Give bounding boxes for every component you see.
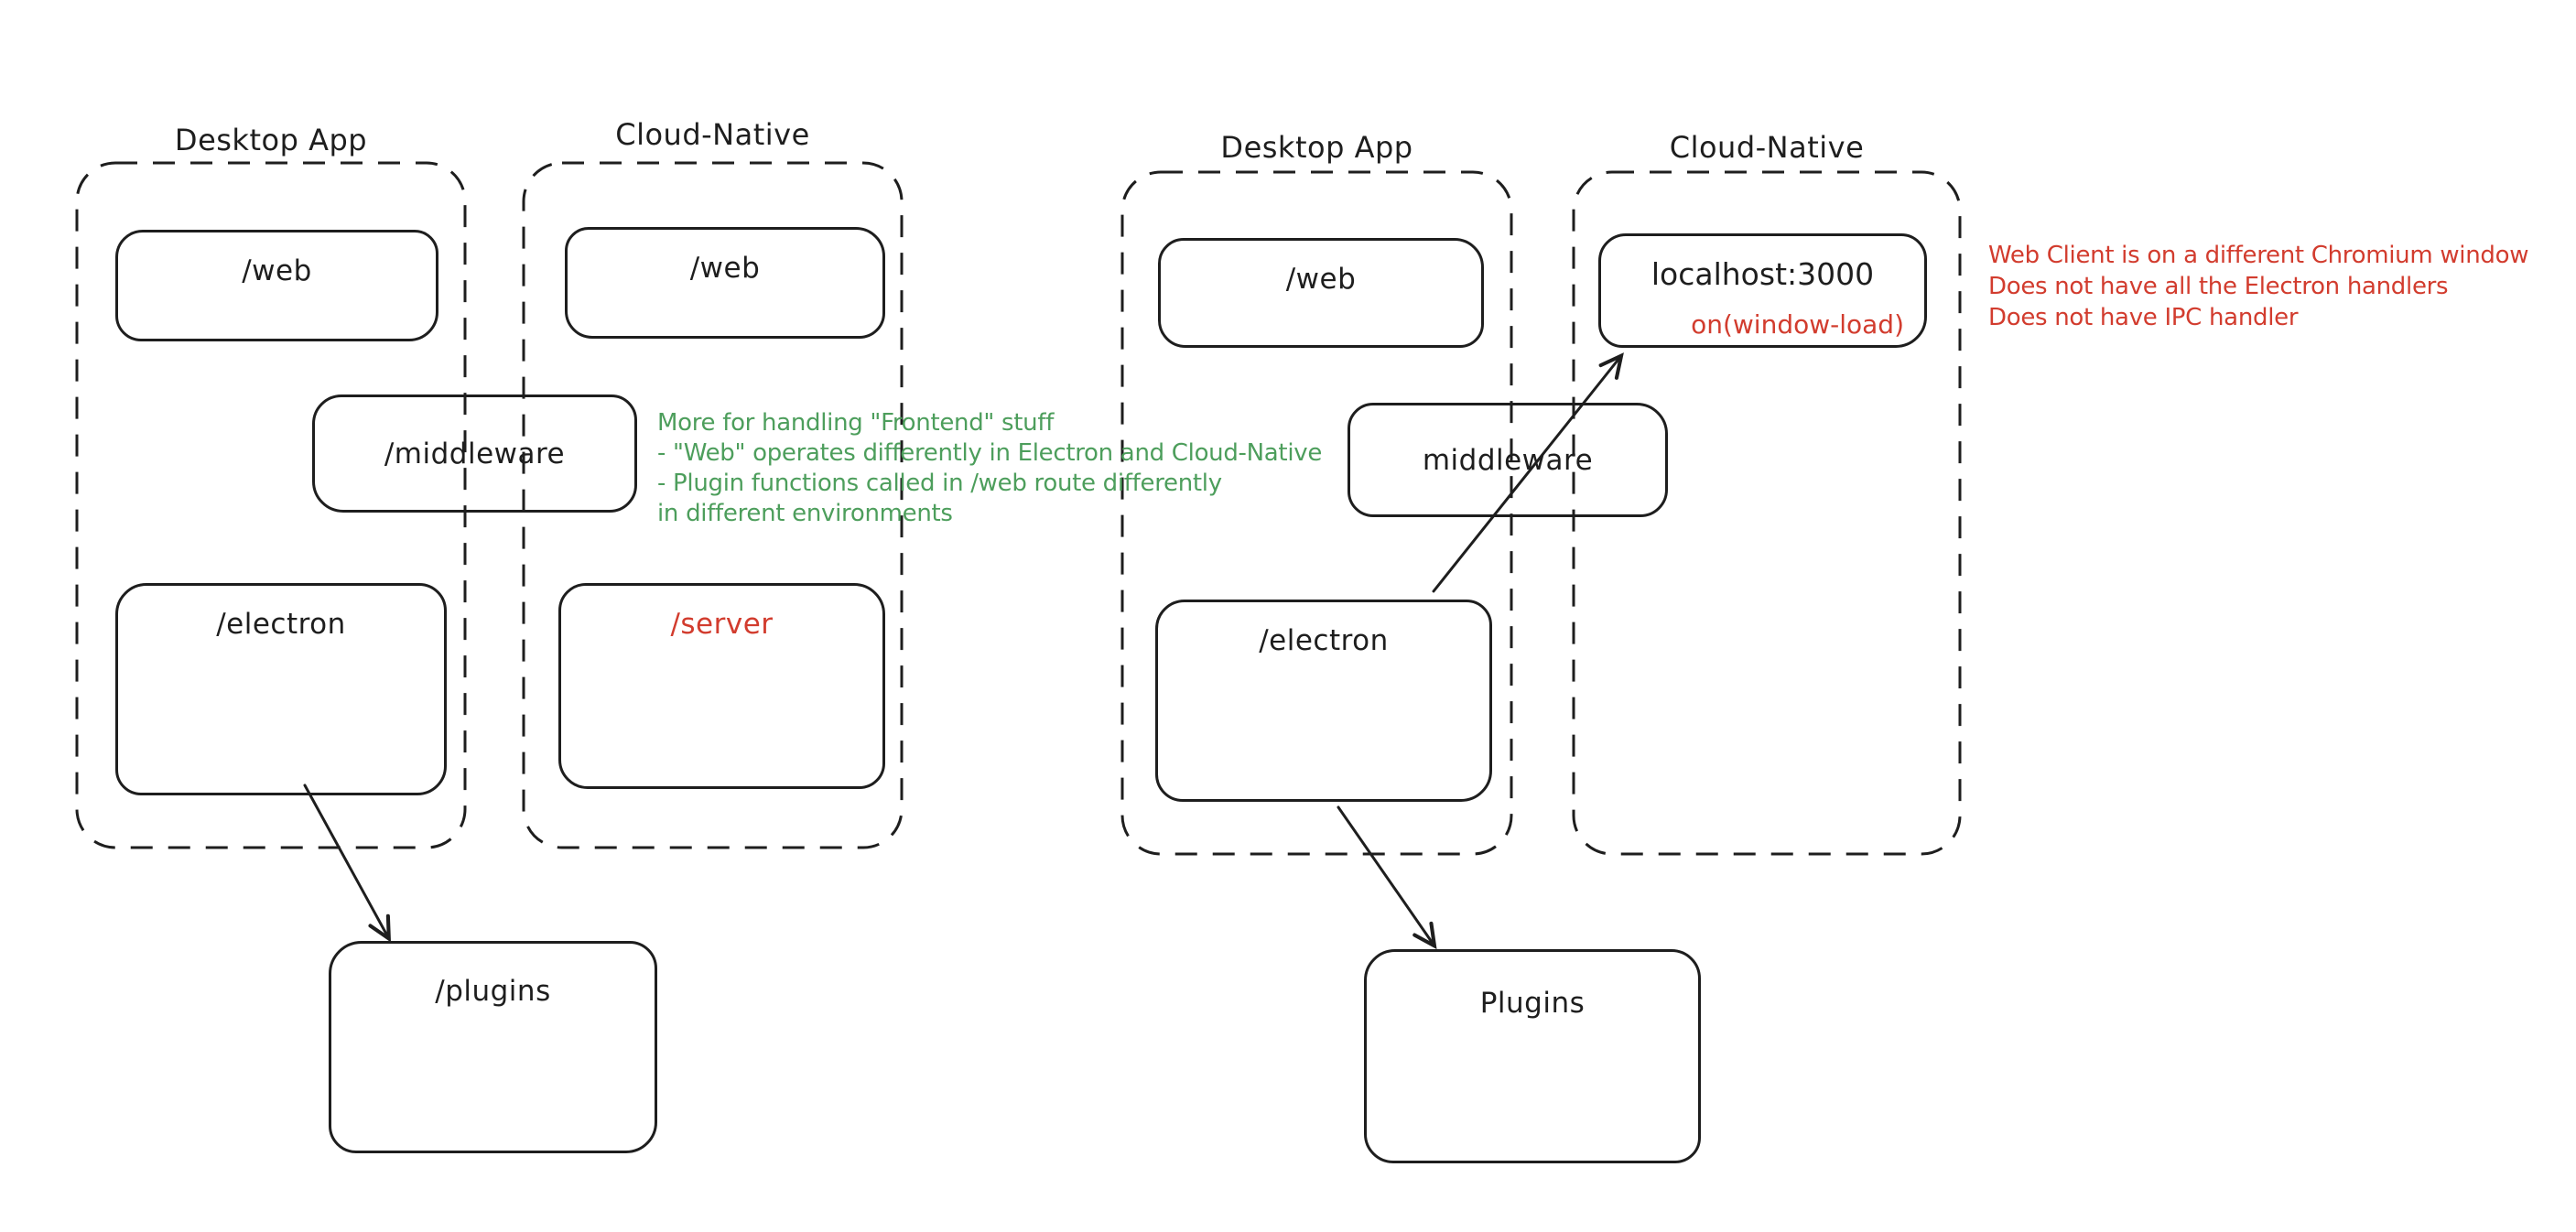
frontend-note: More for handling "Frontend" stuff - "We… <box>657 408 1322 529</box>
left-middleware-box: /middleware <box>312 394 637 513</box>
right-cloud-title: Cloud-Native <box>1669 130 1865 165</box>
left-cloud-title: Cloud-Native <box>615 117 810 152</box>
arrow-left-electron-to-plugins <box>303 784 392 943</box>
left-desktop-web-box: /web <box>115 230 438 341</box>
node-label: /web <box>689 252 761 285</box>
right-electron-box: /electron <box>1155 600 1492 802</box>
note-line: in different environments <box>657 500 953 527</box>
left-electron-box: /electron <box>115 583 447 795</box>
note-line: Web Client is on a different Chromium wi… <box>1988 242 2529 269</box>
note-line: - Plugin functions called in /web route … <box>657 470 1222 497</box>
note-line: - "Web" operates differently in Electron… <box>657 439 1323 467</box>
left-cloud-web-box: /web <box>565 227 885 339</box>
right-plugins-box: Plugins <box>1364 949 1701 1163</box>
node-label: /electron <box>1259 624 1389 657</box>
node-label: Plugins <box>1479 987 1586 1020</box>
note-line: More for handling "Frontend" stuff <box>657 409 1055 437</box>
right-desktop-web-box: /web <box>1158 238 1484 348</box>
web-client-note: Web Client is on a different Chromium wi… <box>1988 240 2528 333</box>
right-middleware-box: middleware <box>1348 403 1668 517</box>
right-localhost-box: localhost:3000 on(window-load) <box>1598 233 1927 348</box>
localhost-label: localhost:3000 <box>1651 256 1875 292</box>
arrow-right-electron-to-plugins <box>1337 805 1437 950</box>
node-label: /electron <box>216 608 346 641</box>
note-line: Does not have IPC handler <box>1988 304 2299 331</box>
left-plugins-box: /plugins <box>329 941 657 1153</box>
note-line: Does not have all the Electron handlers <box>1988 273 2449 300</box>
node-label: /web <box>242 254 312 287</box>
node-label: /plugins <box>435 975 551 1008</box>
node-label: middleware <box>1422 443 1594 477</box>
right-desktop-title: Desktop App <box>1220 130 1413 165</box>
left-desktop-title: Desktop App <box>174 123 368 157</box>
window-load-label: on(window-load) <box>1691 309 1904 340</box>
node-label: /server <box>670 608 774 641</box>
node-label: /middleware <box>384 437 566 470</box>
left-server-box: /server <box>558 583 885 789</box>
node-label: /web <box>1285 263 1357 296</box>
